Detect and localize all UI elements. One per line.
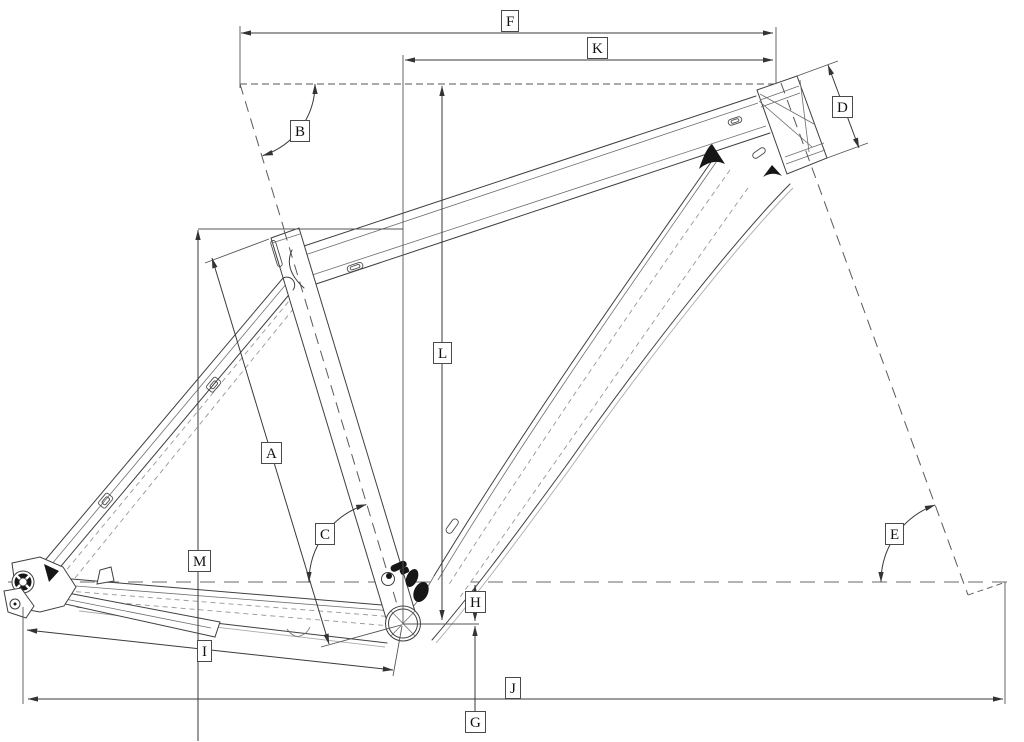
head-tube xyxy=(756,75,828,175)
dim-label-e: E xyxy=(885,523,905,545)
tube-junction-shadow-2 xyxy=(763,165,782,177)
dim-label-d: D xyxy=(832,96,853,118)
steering-axis xyxy=(780,82,969,596)
dim-label-f: F xyxy=(501,10,520,32)
dim-label-g: G xyxy=(465,711,486,733)
dim-label-m: M xyxy=(188,550,212,572)
seat-tube-axis xyxy=(283,229,403,622)
tube-junction-shadow xyxy=(699,144,725,169)
dim-label-a: A xyxy=(261,442,282,464)
dim-label-i: I xyxy=(197,640,212,662)
dim-label-b: B xyxy=(290,120,311,142)
top-tube xyxy=(288,95,771,289)
dim-label-c: C xyxy=(315,523,336,545)
dim-label-h: H xyxy=(465,591,486,613)
dim-label-j: J xyxy=(505,677,521,699)
dim-label-l: L xyxy=(433,342,453,364)
dimension-lines xyxy=(22,26,1006,741)
frame-mounts xyxy=(98,116,766,534)
seat-axis-extension xyxy=(239,83,285,230)
dim-label-k: K xyxy=(587,37,608,59)
rear-triangle xyxy=(3,276,396,648)
